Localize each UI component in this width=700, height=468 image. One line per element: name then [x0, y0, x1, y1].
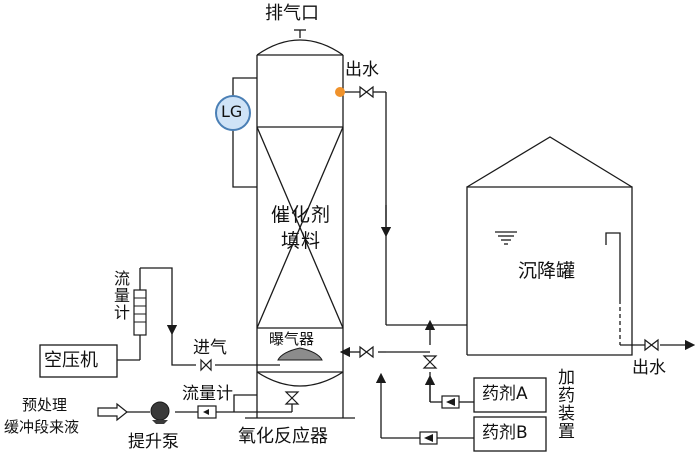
- agent-b-box: [473, 416, 547, 452]
- compressor-box: [39, 344, 118, 378]
- level-gauge-icon: [215, 95, 251, 131]
- dosing-pipe-a: [424, 319, 474, 403]
- feed-flowmeter-label: 流量计: [182, 384, 233, 404]
- air-flowmeter-label: 流量计: [111, 270, 130, 321]
- top-outlet-pipe: [343, 91, 467, 326]
- exhaust-label: 排气口: [265, 3, 319, 24]
- agent-b-label: 药剂B: [482, 423, 528, 443]
- aerator-icon: [277, 347, 323, 361]
- settling-tank: [466, 136, 696, 356]
- dosing-pump-b-icon: [419, 431, 438, 445]
- feed-flowmeter-icon: [197, 405, 217, 419]
- right-outlet-label: 出水: [632, 358, 666, 378]
- catalyst-label-line1: 催化剂: [271, 204, 332, 226]
- aerator-label: 曝气器: [269, 330, 315, 348]
- reactor-column: [245, 29, 355, 419]
- dosing-unit-label: 加药装置: [554, 368, 574, 440]
- lg-label: LG: [221, 102, 243, 121]
- feed-inlet-arrow: [97, 402, 128, 422]
- dosing-pipe-b: [339, 346, 474, 439]
- top-outlet-label: 出水: [345, 60, 379, 80]
- pump-label: 提升泵: [128, 432, 179, 452]
- outlet-point-icon: [335, 87, 345, 97]
- compressor-label: 空压机: [44, 350, 98, 371]
- valve-recycle-icon: [359, 345, 374, 359]
- valve-outlet-right-icon: [644, 338, 659, 352]
- reactor-label: 氧化反应器: [238, 426, 328, 447]
- catalyst-label-line2: 填料: [281, 230, 322, 252]
- valve-dosing-a-icon: [422, 355, 438, 369]
- dosing-pump-a-icon: [441, 395, 460, 409]
- air-pipe: [117, 267, 280, 366]
- level-gauge-pipe: [232, 77, 257, 188]
- valve-feed-icon: [284, 391, 300, 405]
- valve-air-icon: [200, 358, 212, 372]
- agent-a-label: 药剂A: [482, 384, 528, 404]
- pretreat-label-line1: 预处理: [22, 396, 68, 414]
- pump-icon: [150, 401, 170, 424]
- agent-a-box: [473, 377, 547, 413]
- air-in-label: 进气: [193, 338, 227, 358]
- air-rotameter-icon: [133, 289, 147, 336]
- pretreat-label-line2: 缓冲段来液: [4, 418, 80, 436]
- settling-tank-label: 沉降罐: [518, 260, 576, 282]
- valve-top-outlet-icon: [359, 85, 374, 99]
